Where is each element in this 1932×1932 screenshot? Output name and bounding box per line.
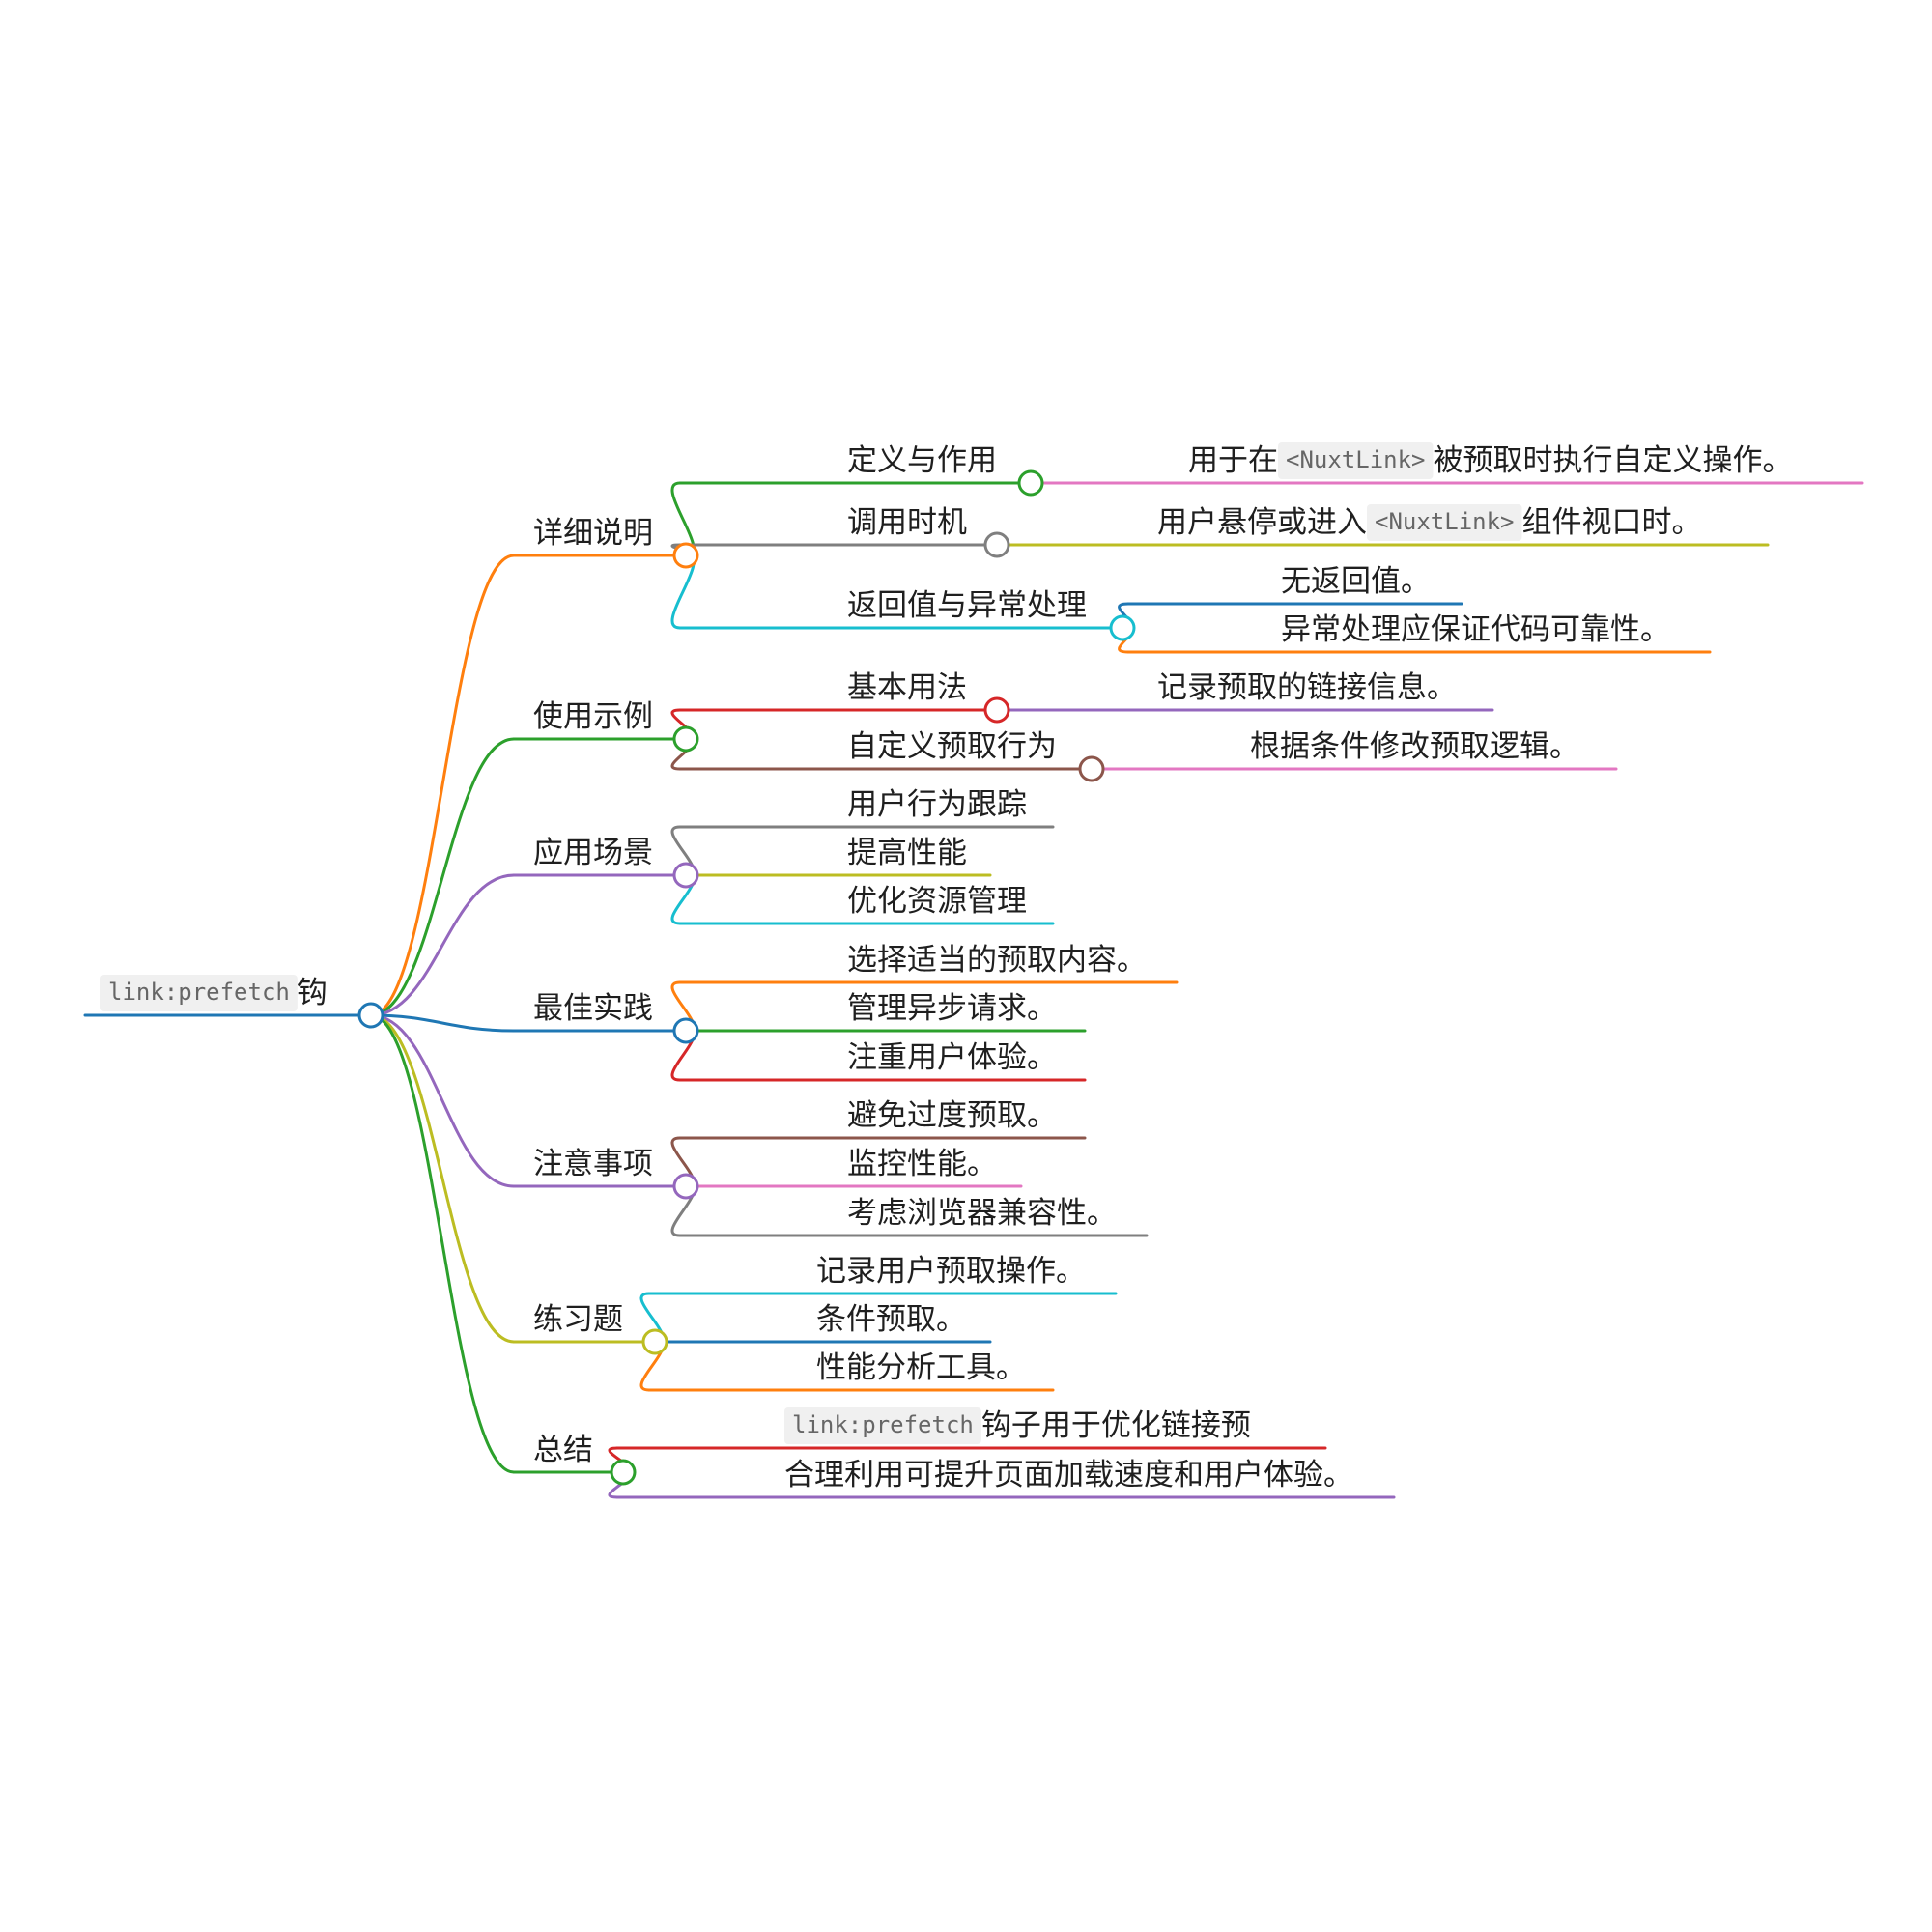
- edge-to-branch: [369, 1013, 516, 1344]
- inline-code: link:prefetch: [792, 1411, 974, 1438]
- topic-label: 提高性能: [847, 836, 967, 870]
- topic-label: 优化资源管理: [847, 884, 1027, 919]
- detail-label: 异常处理应保证代码可靠性。: [1281, 612, 1670, 647]
- branch-toggle-node[interactable]: [610, 1459, 637, 1486]
- topic-label: 用户行为跟踪: [847, 787, 1027, 822]
- branch-label: 练习题: [533, 1302, 623, 1337]
- root-label: 钩: [298, 976, 327, 1010]
- inline-code-background: [1367, 504, 1522, 541]
- detail-label: 记录预取的链接信息。: [1157, 670, 1457, 705]
- topic-label: 管理异步请求。: [847, 991, 1057, 1026]
- branch-toggle-node[interactable]: [641, 1328, 668, 1355]
- branch-label: 最佳实践: [533, 991, 653, 1026]
- topic-label: 合理利用可提升页面加载速度和用户体验。: [784, 1458, 1353, 1492]
- topic-label: 性能分析工具。: [816, 1350, 1026, 1385]
- branch-toggle-node[interactable]: [672, 725, 699, 753]
- topic-toggle-node[interactable]: [983, 696, 1010, 724]
- branch-label: 详细说明: [533, 516, 653, 551]
- topic-label: 选择适当的预取内容。: [847, 943, 1147, 978]
- branch-toggle-node[interactable]: [672, 1173, 699, 1200]
- branch-label: 注意事项: [533, 1147, 653, 1181]
- topic-label: 定义与作用: [847, 443, 997, 478]
- edge-to-branch: [369, 737, 516, 1017]
- topic-label: 避免过度预取。: [847, 1098, 1057, 1133]
- topic-toggle-node[interactable]: [983, 531, 1010, 558]
- topic-toggle-node[interactable]: [1017, 469, 1044, 497]
- detail-label: 被预取时执行自定义操作。: [1434, 443, 1793, 478]
- edge-to-branch: [369, 1013, 516, 1033]
- inline-code: <NuxtLink>: [1375, 508, 1515, 535]
- inline-code-background: [784, 1407, 981, 1444]
- branch-label: 应用场景: [533, 836, 653, 870]
- edge-to-branch: [369, 1013, 516, 1188]
- inline-code: <NuxtLink>: [1286, 446, 1426, 473]
- detail-label: 组件视口时。: [1522, 505, 1702, 540]
- topic-label: 注重用户体验。: [847, 1040, 1057, 1075]
- edge-to-branch: [369, 554, 516, 1017]
- detail-label: 用于在: [1188, 443, 1278, 478]
- branch-toggle-node[interactable]: [672, 1017, 699, 1044]
- topic-label: 调用时机: [847, 505, 967, 540]
- topic-label: 返回值与异常处理: [847, 588, 1087, 623]
- inline-code: link:prefetch: [108, 979, 290, 1006]
- topic-label: 基本用法: [847, 670, 967, 705]
- edge-to-branch: [369, 873, 516, 1017]
- branch-toggle-node[interactable]: [672, 862, 699, 889]
- inline-code-background: [100, 975, 298, 1011]
- edge-to-branch: [369, 1013, 516, 1474]
- topic-label: 自定义预取行为: [847, 729, 1057, 764]
- branch-label: 总结: [533, 1433, 593, 1467]
- detail-label: 无返回值。: [1281, 564, 1431, 599]
- topic-label: 记录用户预取操作。: [816, 1254, 1086, 1289]
- topic-label: 监控性能。: [847, 1147, 997, 1181]
- detail-label: 根据条件修改预取逻辑。: [1250, 729, 1579, 764]
- topic-label: 钩子用于优化链接预: [981, 1408, 1251, 1443]
- branch-label: 使用示例: [533, 699, 653, 734]
- topic-toggle-node[interactable]: [1078, 755, 1105, 782]
- detail-label: 用户悬停或进入: [1157, 505, 1367, 540]
- root-toggle-node[interactable]: [357, 1002, 384, 1029]
- topic-label: 条件预取。: [816, 1302, 966, 1337]
- branch-toggle-node[interactable]: [672, 542, 699, 569]
- topic-label: 考虑浏览器兼容性。: [847, 1196, 1117, 1231]
- inline-code-background: [1278, 442, 1434, 479]
- topic-toggle-node[interactable]: [1109, 614, 1136, 641]
